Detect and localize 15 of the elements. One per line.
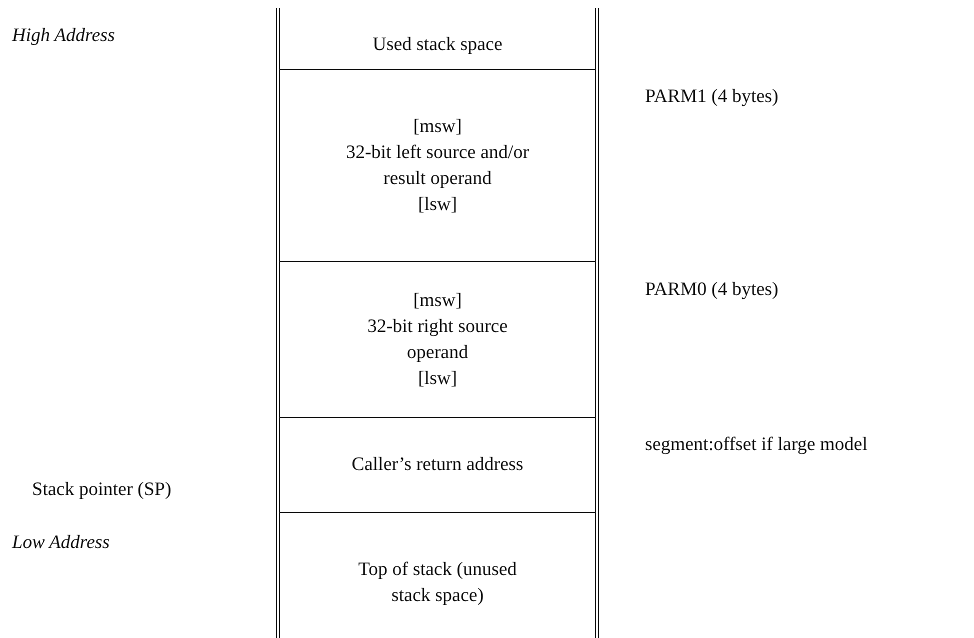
slot-text: Caller’s return address <box>352 453 524 477</box>
side-note: PARM0 (4 bytes) <box>645 278 778 302</box>
slot-text: [lsw] <box>418 366 458 390</box>
slot-text: 32-bit left source and/or result operand <box>344 140 530 190</box>
slot-text: [msw] <box>413 288 462 312</box>
side-note: segment:offset if large model <box>645 433 868 457</box>
side-note: PARM1 (4 bytes) <box>645 85 778 109</box>
slot-text: Used stack space <box>372 32 502 56</box>
address-label: Low Address <box>12 531 110 555</box>
slot-text: [msw] <box>413 114 462 138</box>
address-label: High Address <box>12 24 115 48</box>
pointer-label: Stack pointer (SP) <box>32 478 172 502</box>
slot-text: Top of stack (unused stack space) <box>357 558 518 608</box>
slot-text: [lsw] <box>418 192 458 216</box>
slot-text: 32-bit right source operand <box>366 314 509 364</box>
